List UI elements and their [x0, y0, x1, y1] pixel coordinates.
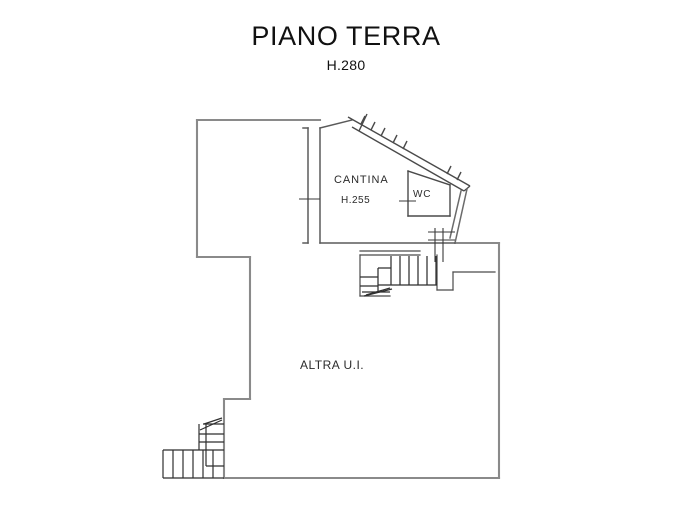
diagonal-window-tick-1	[360, 115, 366, 125]
diagonal-wall-outer-line	[347, 116, 471, 187]
door-openings	[299, 198, 416, 202]
diagonal-wall-inner-line	[351, 126, 465, 192]
entry-steps-direction-line	[199, 419, 223, 431]
cantina-room-walls	[302, 119, 456, 244]
diagonal-window-tick-6	[446, 165, 452, 175]
diagonal-window-tick-4	[392, 134, 398, 144]
cantina-wall-top-stub	[319, 119, 353, 129]
diagonal-exterior-wall	[347, 113, 471, 192]
wall-right-upper-slant-inner	[449, 190, 462, 239]
diagonal-wall-section-tick	[358, 113, 368, 132]
diagonal-window-tick-2	[370, 121, 376, 131]
wall-right-upper-slant	[454, 188, 468, 244]
stair-landing-walls	[359, 250, 496, 297]
diagonal-window-tick-5	[402, 140, 408, 150]
right-upper-wall	[449, 188, 468, 244]
perimeter-walls	[195, 118, 501, 480]
interior-staircase	[360, 256, 437, 297]
wc-wall-top-diagonal	[407, 170, 451, 186]
wall-break-marks	[428, 228, 455, 262]
altra-ui-area	[250, 296, 499, 478]
exterior-entry-steps	[162, 417, 224, 479]
diagonal-window-tick-7	[456, 171, 462, 181]
diagonal-window-tick-3	[380, 127, 386, 137]
altra-ui-region	[250, 296, 499, 478]
stair-direction-line	[365, 287, 391, 296]
wc-room-walls	[407, 170, 451, 217]
entry-steps-arrow-line	[203, 417, 223, 425]
